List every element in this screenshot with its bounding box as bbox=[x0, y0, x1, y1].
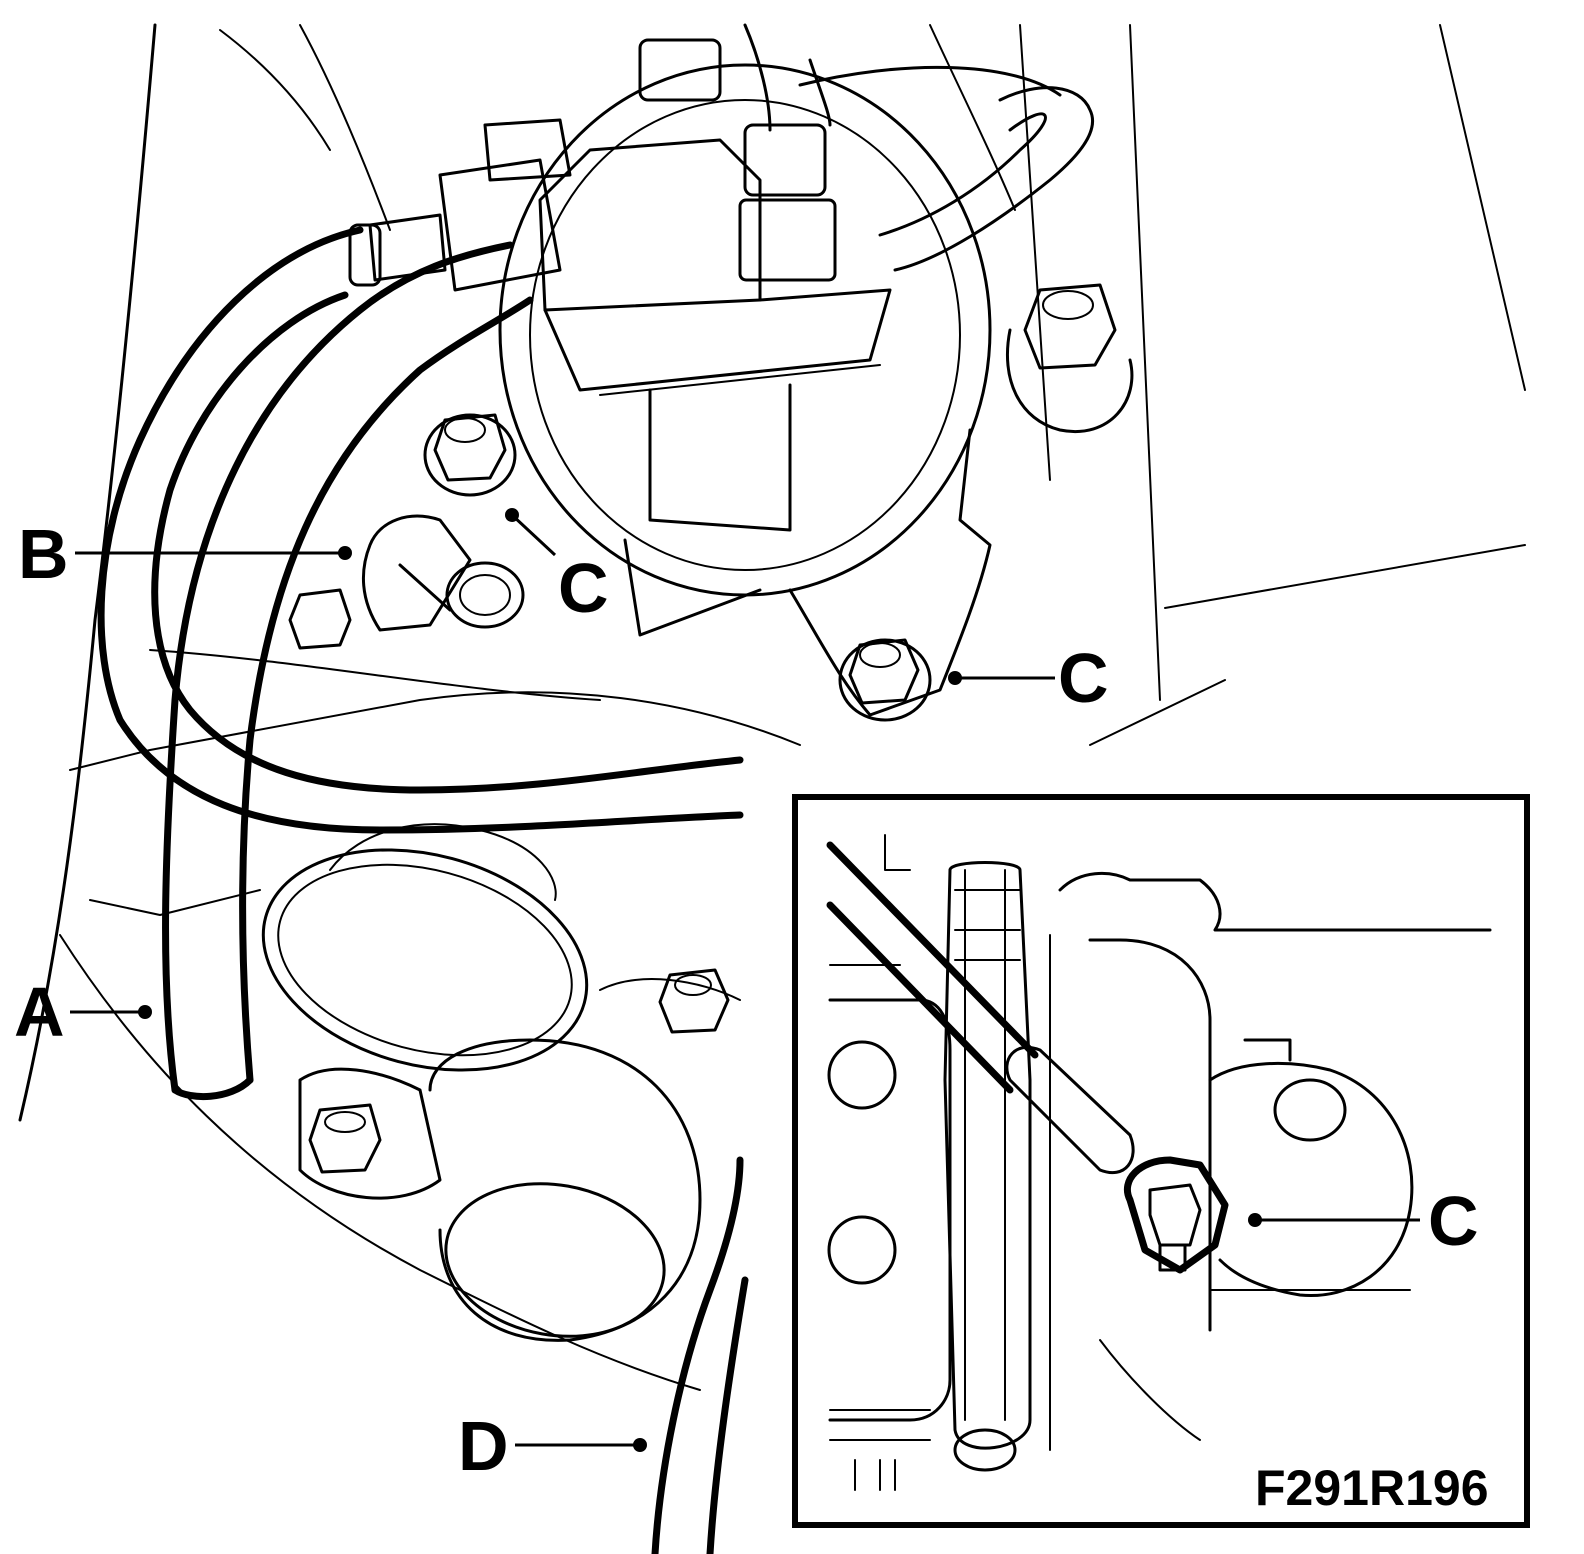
callout-a: A bbox=[14, 973, 65, 1051]
bolt-upper-right bbox=[1005, 283, 1134, 433]
figure-code: F291R196 bbox=[1255, 1460, 1489, 1516]
bolt-lower-center bbox=[838, 638, 932, 722]
engine-casting-outlines bbox=[18, 23, 1526, 1391]
leader-c1-dot bbox=[505, 508, 519, 522]
inset-bracket bbox=[1058, 871, 1492, 1332]
mounting-bolts bbox=[288, 283, 1134, 1174]
callout-c-right: C bbox=[1058, 639, 1109, 717]
leader-b-dot bbox=[338, 546, 352, 560]
leader-a-dot bbox=[138, 1005, 152, 1019]
thermostat-housing bbox=[261, 823, 741, 1342]
leader-c2-dot bbox=[948, 671, 962, 685]
bolt-lower-middle bbox=[658, 968, 730, 1034]
callout-labels: B C C A C D F291R196 bbox=[14, 515, 1489, 1516]
callout-c-inset: C bbox=[1428, 1182, 1479, 1260]
bolt-upper-left bbox=[423, 413, 517, 497]
inset-wrench bbox=[826, 841, 1229, 1274]
leader-d-dot bbox=[633, 1438, 647, 1452]
hose-b bbox=[97, 226, 744, 834]
hose-d bbox=[651, 1156, 749, 1554]
bolt-left bbox=[288, 588, 352, 650]
callout-d: D bbox=[458, 1407, 509, 1485]
callout-b: B bbox=[18, 515, 69, 593]
callout-leaders bbox=[70, 508, 1420, 1452]
leader-c3-dot bbox=[1248, 1213, 1262, 1227]
small-outlet-pipe bbox=[361, 514, 525, 632]
hose-a bbox=[162, 241, 534, 1101]
leader-c1 bbox=[510, 513, 557, 557]
purge-valve-assembly bbox=[348, 23, 1095, 717]
callout-c-upper: C bbox=[558, 549, 609, 627]
detail-inset bbox=[792, 794, 1530, 1528]
inset-bar bbox=[943, 861, 1201, 1472]
bolt-lower-left bbox=[308, 1103, 382, 1174]
